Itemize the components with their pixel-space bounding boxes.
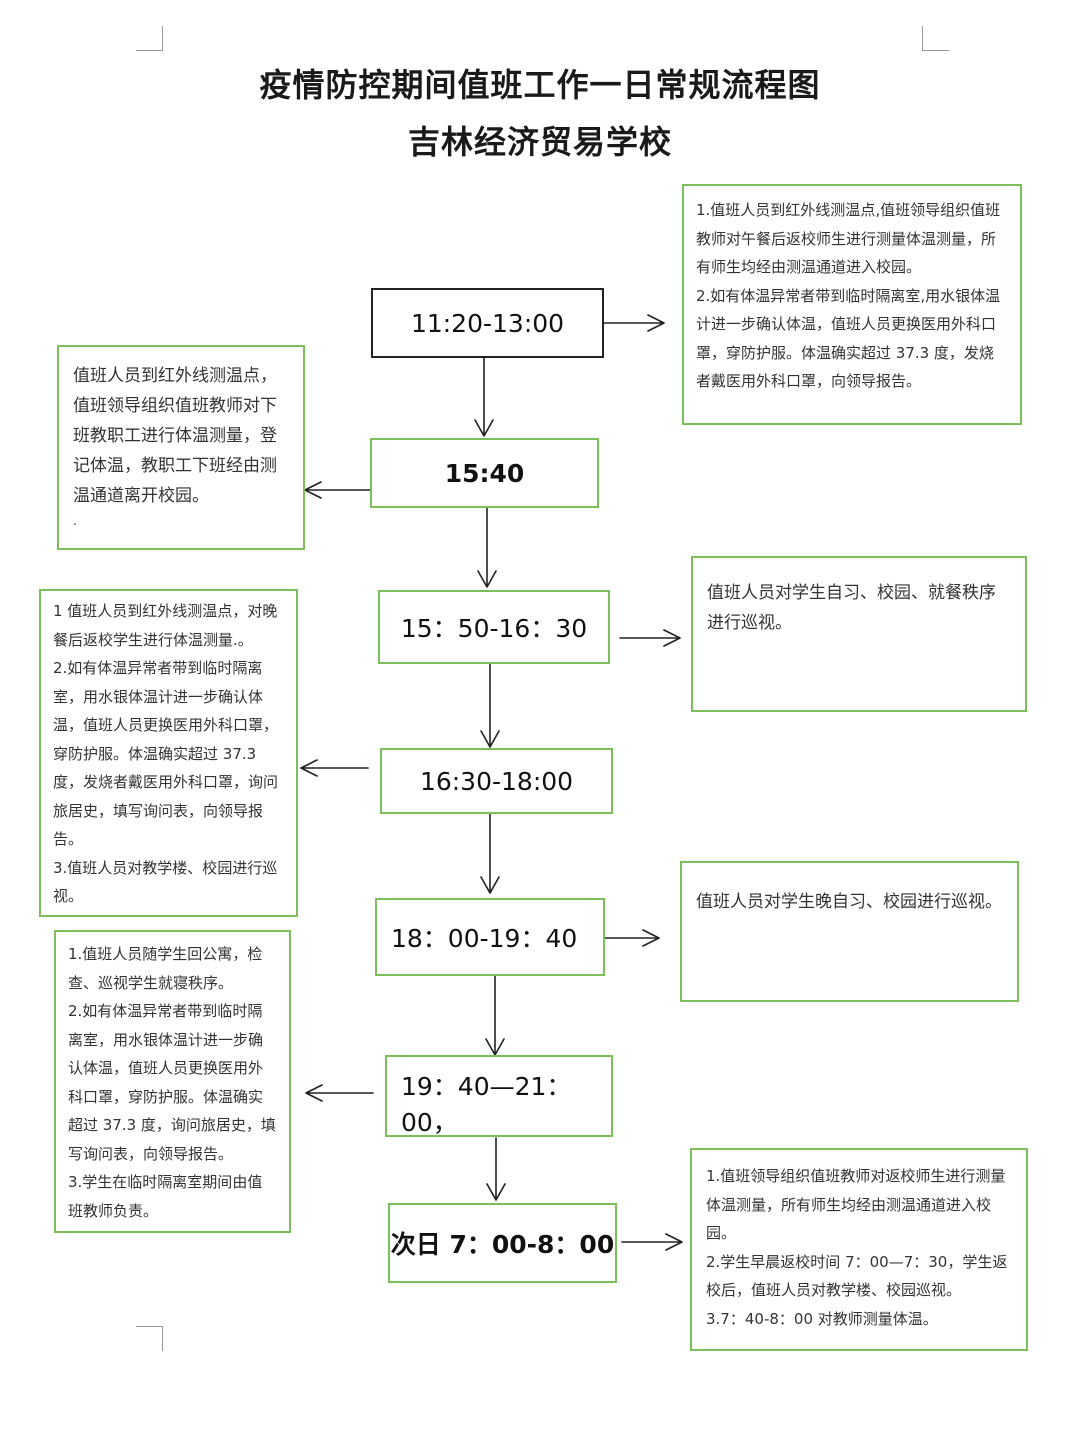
detail-text: 2.如有体温异常者带到临时隔离室，用水银体温计进一步确认体温，值班人员更换医用外… (68, 1002, 276, 1163)
page-title: 疫情防控期间值班工作一日常规流程图 (259, 66, 821, 104)
arrow-step6-to-step7 (486, 1137, 506, 1201)
detail-text: 1.值班人员到红外线测温点,值班领导组织值班教师对午餐后返校师生进行测量体温测量… (696, 201, 1001, 276)
detail-text: 1.值班领导组织值班教师对返校师生进行测量体温测量，所有师生均经由测温通道进入校… (706, 1167, 1006, 1242)
arrow-step2-to-step3 (477, 507, 497, 588)
detail-text: 值班人员对学生自习、校园、就餐秩序进行巡视。 (707, 583, 996, 633)
crop-mark-top-right (922, 26, 949, 51)
arrow-step6-to-detail (305, 1084, 374, 1102)
time-label: 15:40 (444, 458, 525, 488)
detail-text: 1.值班人员随学生回公寓，检查、巡视学生就寝秩序。 (68, 945, 263, 992)
arrow-step4-to-step5 (480, 813, 500, 894)
arrow-step5-to-step6 (485, 975, 505, 1056)
arrow-step2-to-detail (304, 481, 371, 499)
detail-text: 2.如有体温异常者带到临时隔离室，用水银体温计进一步确认体温，值班人员更换医用外… (53, 659, 279, 848)
detail-text: 值班人员到红外线测温点，值班领导组织值班教师对下班教职工进行体温测量，登记体温，… (73, 366, 277, 506)
time-label: 19：40—21：00， (401, 1072, 572, 1137)
detail-box-step-1: 1.值班人员到红外线测温点,值班领导组织值班教师对午餐后返校师生进行测量体温测量… (682, 184, 1022, 425)
time-box-step-5: 18：00-19：40 (375, 898, 605, 976)
time-label: 18：00-19：40 (391, 924, 578, 953)
detail-box-step-6: 1.值班人员随学生回公寓，检查、巡视学生就寝秩序。 2.如有体温异常者带到临时隔… (54, 930, 291, 1233)
time-label: 11:20-13:00 (410, 308, 565, 338)
arrow-step1-to-step2 (474, 357, 494, 437)
detail-box-step-7: 1.值班领导组织值班教师对返校师生进行测量体温测量，所有师生均经由测温通道进入校… (690, 1148, 1028, 1351)
time-box-step-4: 16:30-18:00 (380, 748, 613, 814)
detail-box-step-4: 1 值班人员到红外线测温点，对晚餐后返校学生进行体温测量.。 2.如有体温异常者… (39, 589, 298, 917)
time-label: 16:30-18:00 (419, 766, 574, 796)
detail-text: 2.如有体温异常者带到临时隔离室,用水银体温计进一步确认体温，值班人员更换医用外… (696, 286, 1001, 391)
time-label: 15：50-16：30 (400, 614, 588, 643)
detail-text: 3.值班人员对教学楼、校园进行巡视。 (53, 858, 278, 906)
detail-text: 3.学生在临时隔离室期间由值班教师负责。 (68, 1173, 263, 1220)
page-subtitle: 吉林经济贸易学校 (407, 123, 672, 161)
time-box-step-2: 15:40 (370, 438, 599, 508)
detail-box-step-3: 值班人员对学生自习、校园、就餐秩序进行巡视。 (691, 556, 1027, 712)
detail-box-step-2: 值班人员到红外线测温点，值班领导组织值班教师对下班教职工进行体温测量，登记体温，… (57, 345, 305, 550)
detail-box-step-5: 值班人员对学生晚自习、校园进行巡视。 (680, 861, 1019, 1002)
arrow-step3-to-step4 (480, 663, 500, 748)
arrow-step1-to-detail (603, 314, 665, 332)
arrow-step4-to-detail (300, 759, 369, 777)
detail-text: 值班人员对学生晚自习、校园进行巡视。 (696, 892, 1002, 912)
detail-text: . (73, 514, 77, 528)
time-box-step-1: 11:20-13:00 (371, 288, 604, 358)
detail-text: 1 值班人员到红外线测温点，对晚餐后返校学生进行体温测量.。 (53, 602, 278, 649)
arrow-step3-to-detail (619, 629, 681, 647)
crop-mark-top-left (136, 26, 163, 51)
time-box-step-6: 19：40—21：00， (385, 1055, 613, 1137)
time-box-step-7: 次日 7：00-8：00 (388, 1203, 617, 1283)
time-box-step-3: 15：50-16：30 (378, 590, 610, 664)
detail-text: 3.7：40-8：00 对教师测量体温。 (706, 1309, 938, 1328)
crop-mark-bottom-left (136, 1326, 163, 1351)
time-label: 次日 7：00-8：00 (390, 1230, 615, 1259)
detail-text: 2.学生早晨返校时间 7：00—7：30，学生返校后，值班人员对教学楼、校园巡视… (706, 1252, 1008, 1300)
arrow-step5-to-detail (604, 929, 660, 947)
arrow-step7-to-detail (621, 1233, 683, 1251)
